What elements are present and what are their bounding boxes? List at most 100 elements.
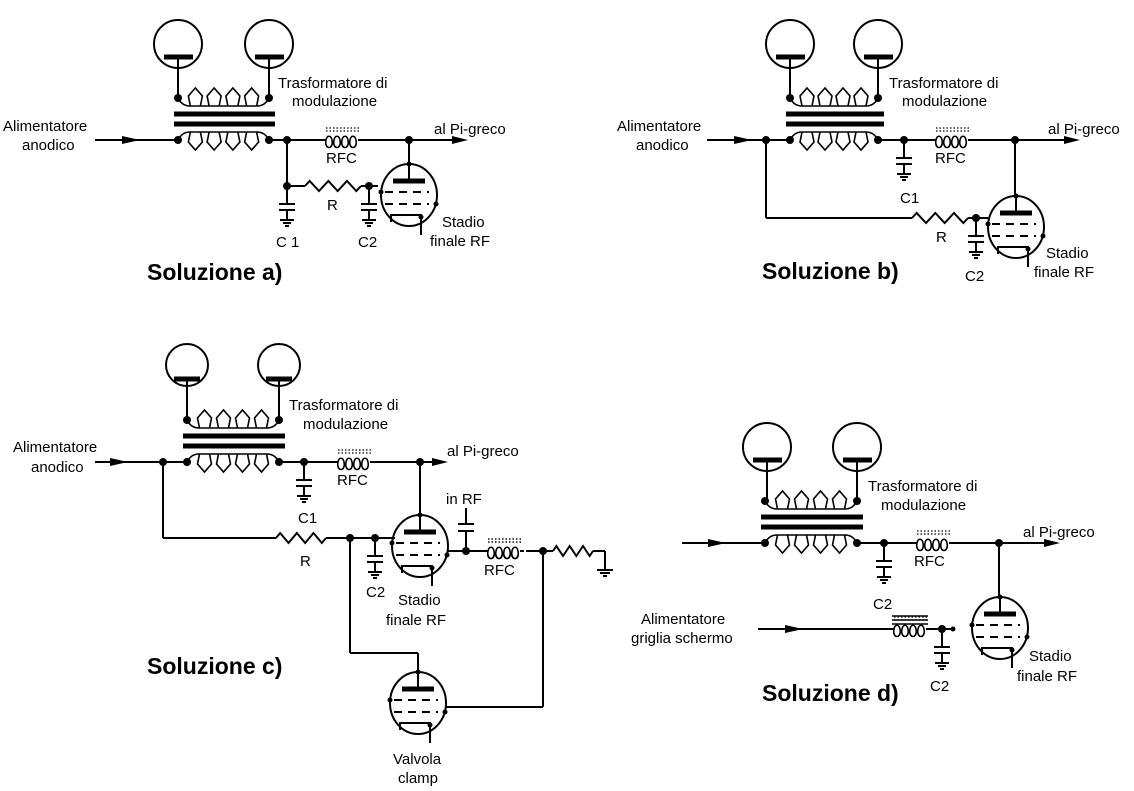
- transformer-label-line1: Trasformatore di: [889, 75, 998, 92]
- supply-label-line1: Alimentatore: [617, 118, 701, 135]
- capacitor-c2-bottom: [934, 629, 950, 670]
- supply-label-line2: anodico: [22, 137, 75, 154]
- resistor-r: [275, 531, 327, 545]
- resistor-label: R: [936, 229, 947, 246]
- final-rf-tube: [969, 594, 1030, 668]
- tube-label-line1: Stadio: [442, 214, 485, 231]
- ground-icon: [597, 569, 613, 577]
- screen-supply-label-line2: griglia schermo: [631, 630, 733, 647]
- tube-label-line2: finale RF: [1034, 264, 1094, 281]
- output-label: al Pi-greco: [434, 121, 506, 138]
- capacitor-c2: [367, 538, 383, 579]
- primary-winding: [764, 534, 858, 555]
- resistor-zigzag: [911, 211, 969, 225]
- grid-resistor: [552, 544, 594, 558]
- resistor-r: [911, 211, 969, 225]
- tube-cathode: [390, 214, 422, 222]
- rfc-choke: [322, 127, 362, 149]
- primary-winding: [789, 131, 879, 152]
- supply-label-line1: Alimentatore: [3, 118, 87, 135]
- capacitor-c2: [968, 218, 984, 259]
- secondary-winding: [177, 86, 270, 107]
- clamp-label-line1: Valvola: [393, 751, 442, 768]
- tube-cathode: [399, 722, 431, 730]
- rfc-label: RFC: [914, 553, 945, 570]
- choke-coil: [336, 457, 370, 471]
- clamp-tube: [387, 669, 448, 743]
- panel-solution-b: Trasformatore di modulazione Alimentator…: [617, 19, 1120, 285]
- c2-label: C2: [358, 234, 377, 251]
- choke-coil: [934, 135, 968, 149]
- c2-label: C2: [366, 584, 385, 601]
- supply-label-line2: anodico: [31, 459, 84, 476]
- c1-label: C 1: [276, 234, 299, 251]
- modulation-transformer: [786, 86, 884, 152]
- rfc-choke-2-coil: [484, 538, 524, 560]
- rfc-choke: [334, 449, 374, 471]
- panel-title: Soluzione d): [762, 680, 899, 706]
- modulator-tubes: [153, 19, 294, 98]
- tube-cathode: [401, 565, 433, 573]
- choke-coil: [915, 538, 949, 552]
- tube-label-line2: finale RF: [1017, 668, 1077, 685]
- primary-winding: [186, 453, 280, 474]
- modulation-transformer: [761, 489, 863, 555]
- resistor-zigzag: [275, 531, 327, 545]
- transformer-label-line2: modulazione: [881, 497, 966, 514]
- rfc-label: RFC: [935, 150, 966, 167]
- tube-cathode: [981, 647, 1013, 655]
- tube-cathode: [997, 246, 1029, 254]
- resistor-r: [304, 179, 362, 193]
- modulation-transformer: [174, 86, 275, 152]
- capacitor-c1: [896, 140, 912, 181]
- c1-label: C1: [298, 510, 317, 527]
- capacitor-c2-top: [876, 543, 892, 584]
- modulation-transformer: [183, 408, 285, 474]
- transformer-label-line2: modulazione: [292, 93, 377, 110]
- tube-label-line2: finale RF: [386, 612, 446, 629]
- panel-solution-a: Trasformatore di modulazione Alimentator…: [3, 19, 506, 285]
- transformer-label-line1: Trasformatore di: [278, 75, 387, 92]
- c2-bottom-label: C2: [930, 678, 949, 695]
- panel-title: Soluzione c): [147, 653, 282, 679]
- capacitor-c1: [279, 186, 295, 227]
- tube-label-line1: Stadio: [398, 592, 441, 609]
- panel-solution-c: Trasformatore di modulazione Alimentator…: [13, 343, 613, 787]
- clamp-label-line2: clamp: [398, 770, 438, 787]
- resistor-zigzag: [552, 544, 594, 558]
- final-rf-tube: [389, 512, 450, 586]
- secondary-winding: [186, 408, 280, 429]
- supply-arrow: [95, 136, 178, 144]
- resistor-label: R: [327, 197, 338, 214]
- rfc-label: RFC: [326, 150, 357, 167]
- screen-supply-label-line1: Alimentatore: [641, 611, 725, 628]
- resistor-zigzag: [304, 179, 362, 193]
- panel-solution-d: Trasformatore di modulazione al Pi-greco…: [631, 422, 1095, 706]
- choke-coil: [892, 624, 926, 638]
- c2-top-label: C2: [873, 596, 892, 613]
- transformer-label-line2: modulazione: [902, 93, 987, 110]
- supply-label-line2: anodico: [636, 137, 689, 154]
- tube-label-line1: Stadio: [1029, 648, 1072, 665]
- output-label: al Pi-greco: [1023, 524, 1095, 541]
- rfc-choke: [932, 127, 972, 149]
- tube-label-line2: finale RF: [430, 233, 490, 250]
- output-label: al Pi-greco: [447, 443, 519, 460]
- in-rf-label: in RF: [446, 491, 482, 508]
- output-label: al Pi-greco: [1048, 121, 1120, 138]
- tube-label-line1: Stadio: [1046, 245, 1089, 262]
- rfc-label: RFC: [337, 472, 368, 489]
- primary-winding: [177, 131, 270, 152]
- rfc2-label: RFC: [484, 562, 515, 579]
- panel-title: Soluzione a): [147, 259, 282, 285]
- transformer-label-line1: Trasformatore di: [868, 478, 977, 495]
- choke-coil: [324, 135, 358, 149]
- rfc-choke: [913, 530, 953, 552]
- capacitor-c1: [296, 462, 312, 503]
- secondary-winding: [789, 86, 879, 107]
- capacitor-c2: [361, 186, 377, 227]
- final-rf-tube: [378, 161, 439, 235]
- secondary-winding: [764, 489, 858, 510]
